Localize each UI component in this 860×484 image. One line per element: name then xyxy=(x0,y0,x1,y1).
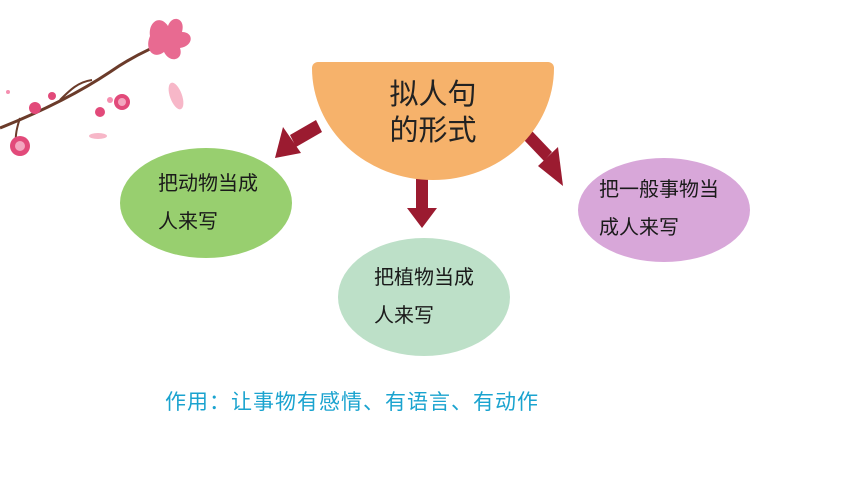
center-title-line2: 的形式 xyxy=(389,113,477,147)
node-thing-label: 把一般事物当 成人来写 xyxy=(599,170,719,246)
node-animal xyxy=(120,148,292,258)
arrow-to-plant xyxy=(407,178,437,228)
node-animal-line1: 把动物当成 xyxy=(158,171,258,195)
node-plant-line2: 人来写 xyxy=(374,303,434,327)
node-plant-label: 把植物当成 人来写 xyxy=(374,258,474,334)
node-thing-line1: 把一般事物当 xyxy=(599,177,719,201)
arrow-to-animal xyxy=(275,120,322,158)
node-animal-label: 把动物当成 人来写 xyxy=(158,164,258,240)
node-plant-line1: 把植物当成 xyxy=(374,265,474,289)
node-thing-line2: 成人来写 xyxy=(599,215,679,239)
center-title: 拟人句 的形式 xyxy=(312,76,554,148)
node-thing xyxy=(578,158,750,262)
usage-statement: 作用：让事物有感情、有语言、有动作 xyxy=(165,390,539,414)
plum-blossom-decoration xyxy=(0,18,191,156)
arrow-to-thing xyxy=(524,131,563,186)
center-title-line1: 拟人句 xyxy=(389,77,477,111)
node-animal-line2: 人来写 xyxy=(158,209,218,233)
node-plant xyxy=(338,238,510,356)
